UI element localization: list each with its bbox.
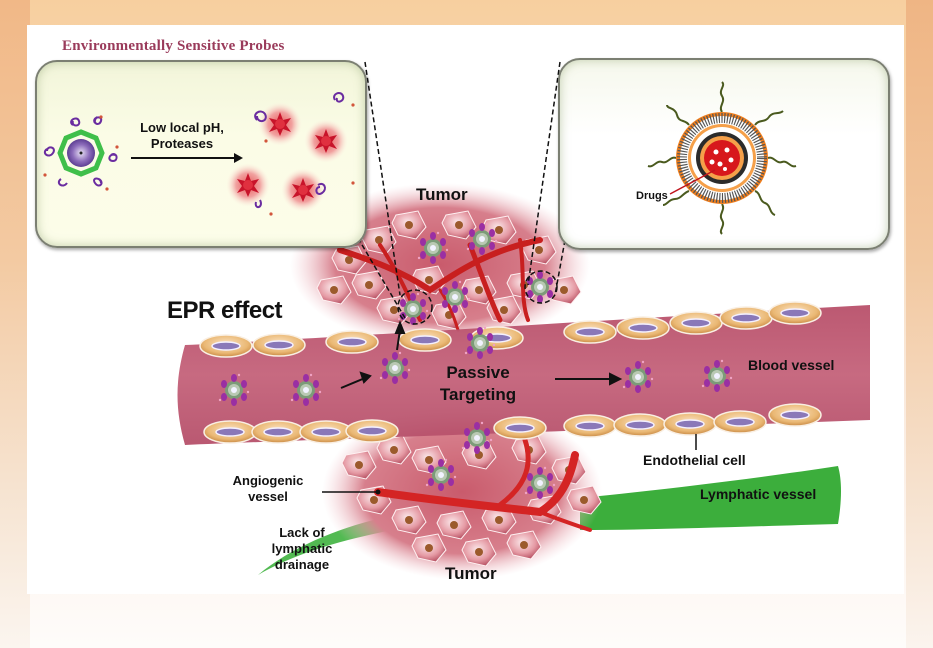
targeting-line: Targeting — [439, 385, 517, 404]
tumor-bottom-label: Tumor — [445, 564, 497, 583]
tumor-top-label: Tumor — [416, 185, 468, 204]
liposome-illustration — [647, 81, 797, 235]
cleaved-peptide-chains — [254, 92, 345, 208]
drugs-leader-line — [669, 169, 716, 195]
intact-probe-icon — [43, 115, 119, 191]
lymphatic-line: lymphatic — [271, 541, 333, 556]
right-border-gradient — [906, 0, 933, 648]
endothelial-cell-label: Endothelial cell — [643, 452, 746, 468]
probe-activation-illustration — [43, 92, 355, 216]
drainage-line: drainage — [274, 557, 330, 572]
lymphatic-vessel-label: Lymphatic vessel — [700, 486, 817, 502]
passive-line: Passive — [446, 363, 510, 382]
angiogenic-vessel-label: Angiogenic vessel — [228, 473, 308, 505]
lymphatic-vessel — [580, 466, 841, 530]
epr-effect-label: EPR effect — [167, 297, 283, 324]
lack-of-drainage-label: Lack of lymphatic drainage — [262, 525, 342, 573]
angiogenic-vessel-bottom — [374, 437, 592, 532]
caption-line-ph: Low local pH, — [140, 120, 224, 135]
left-border-gradient — [0, 0, 30, 648]
zoom-callout-lines — [357, 61, 566, 325]
blood-vessel-label: Blood vessel — [748, 357, 835, 373]
flow-arrows — [340, 320, 623, 389]
probe-caption: Low local pH, Proteases — [132, 120, 232, 152]
angiogenic-leader-dot — [375, 489, 381, 495]
caption-line-proteases: Proteases — [150, 136, 214, 151]
liposome-icon — [647, 81, 797, 235]
vessel-line: vessel — [248, 489, 288, 504]
passive-targeting-label: Passive Targeting — [428, 362, 528, 406]
released-fluorophores — [226, 102, 348, 212]
slide-title: Environmentally Sensitive Probes — [62, 38, 285, 54]
drugs-label: Drugs — [636, 190, 668, 202]
lack-of-line: Lack of — [279, 525, 325, 540]
angiogenic-line: Angiogenic — [232, 473, 304, 488]
